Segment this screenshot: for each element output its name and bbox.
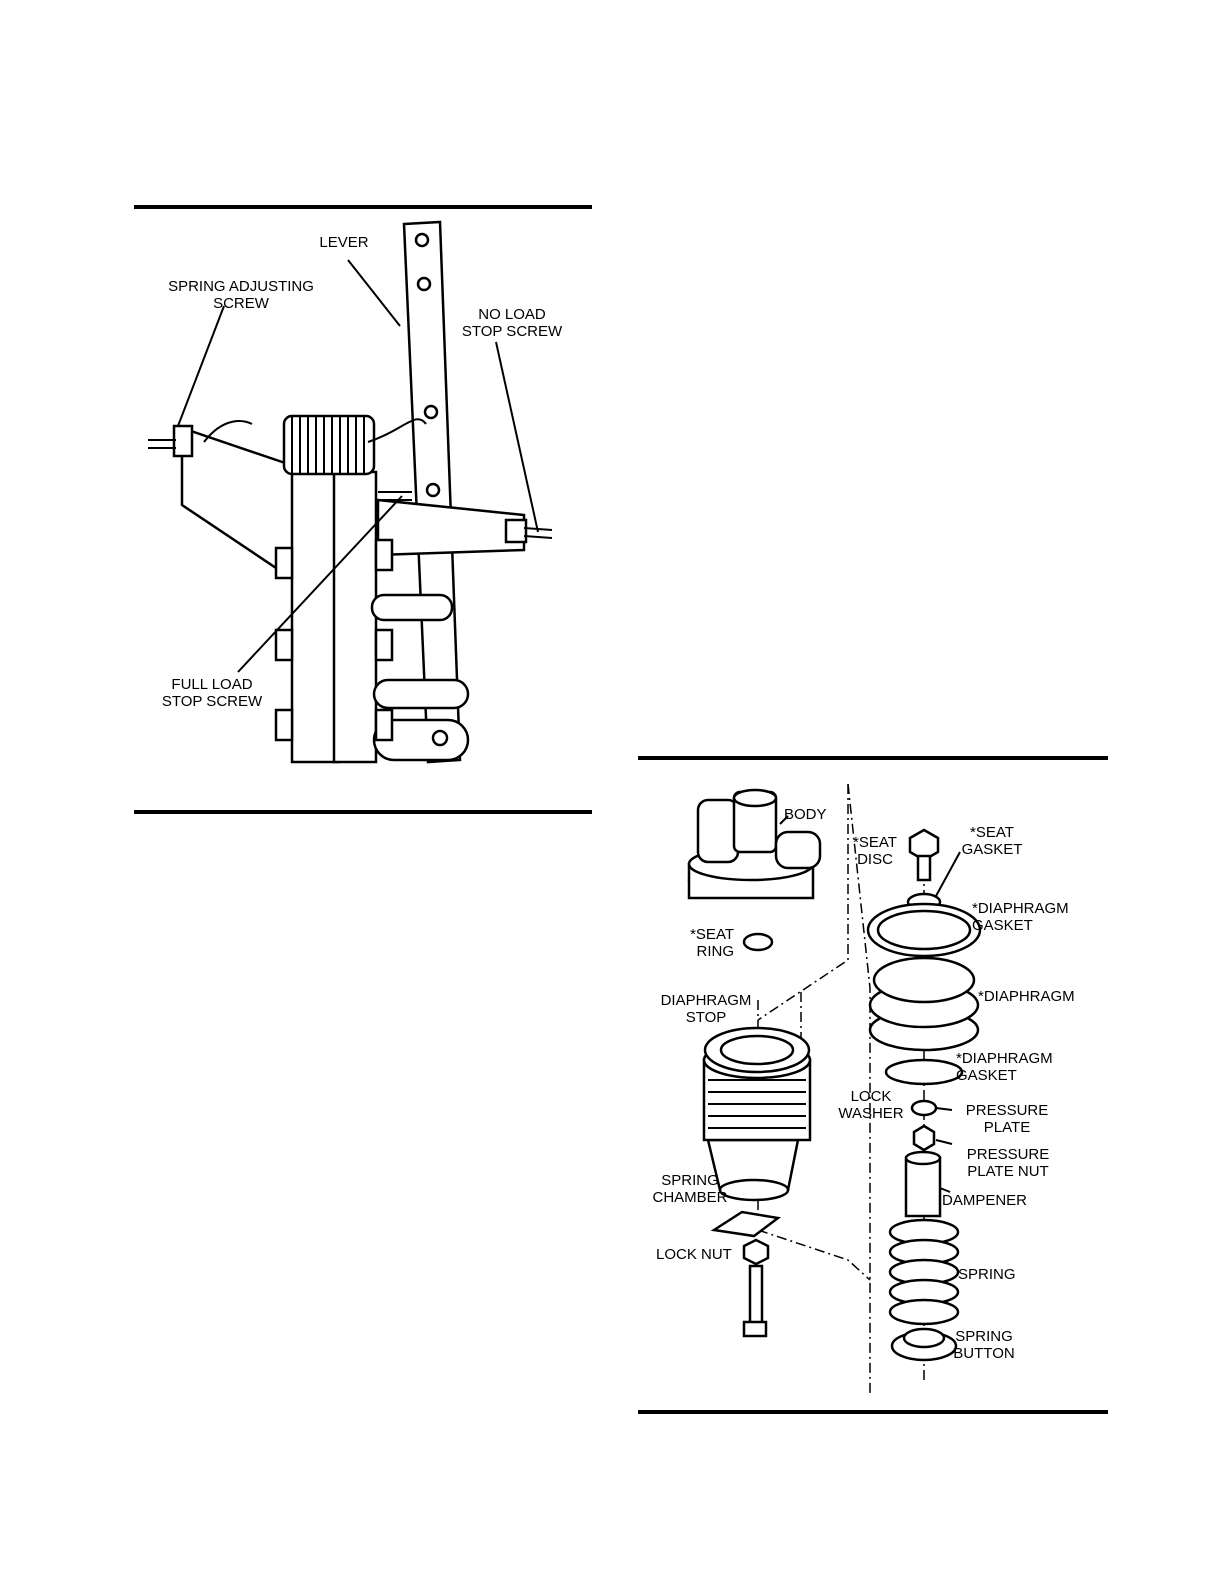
- label-lever: LEVER: [309, 234, 379, 251]
- label-full-load-stop-screw: FULL LOAD STOP SCREW: [152, 676, 272, 710]
- label-seat-gasket: *SEAT GASKET: [956, 824, 1028, 858]
- label-body: BODY: [784, 806, 827, 823]
- label-dampener: DAMPENER: [942, 1192, 1027, 1209]
- figure1-bottom-rule: [134, 810, 592, 814]
- label-spring: SPRING: [958, 1266, 1016, 1283]
- label-seat-disc: *SEAT DISC: [844, 834, 906, 868]
- label-pressure-plate: PRESSURE PLATE: [962, 1102, 1052, 1136]
- figure2-bottom-rule: [638, 1410, 1108, 1414]
- figure1-top-rule: [134, 205, 592, 209]
- label-spring-adjusting-screw: SPRING ADJUSTING SCREW: [156, 278, 326, 312]
- label-seat-ring: *SEAT RING: [678, 926, 734, 960]
- label-lock-washer: LOCK WASHER: [836, 1088, 906, 1122]
- label-pressure-plate-nut: PRESSURE PLATE NUT: [960, 1146, 1056, 1180]
- label-spring-chamber: SPRING CHAMBER: [644, 1172, 736, 1206]
- governor-linkage-figure: LEVER SPRING ADJUSTING SCREW NO LOAD STO…: [134, 210, 592, 808]
- label-diaphragm-gasket-top: *DIAPHRAGM GASKET: [972, 900, 1069, 934]
- label-diaphragm-gasket-bottom: *DIAPHRAGM GASKET: [956, 1050, 1053, 1084]
- label-diaphragm-stop: DIAPHRAGM STOP: [658, 992, 754, 1026]
- label-lock-nut: LOCK NUT: [656, 1246, 732, 1263]
- label-no-load-stop-screw: NO LOAD STOP SCREW: [452, 306, 572, 340]
- label-diaphragm: *DIAPHRAGM: [978, 988, 1075, 1005]
- regulator-exploded-figure: BODY *SEAT DISC *SEAT GASKET *DIAPHRAGM …: [638, 760, 1108, 1408]
- label-spring-button: SPRING BUTTON: [948, 1328, 1020, 1362]
